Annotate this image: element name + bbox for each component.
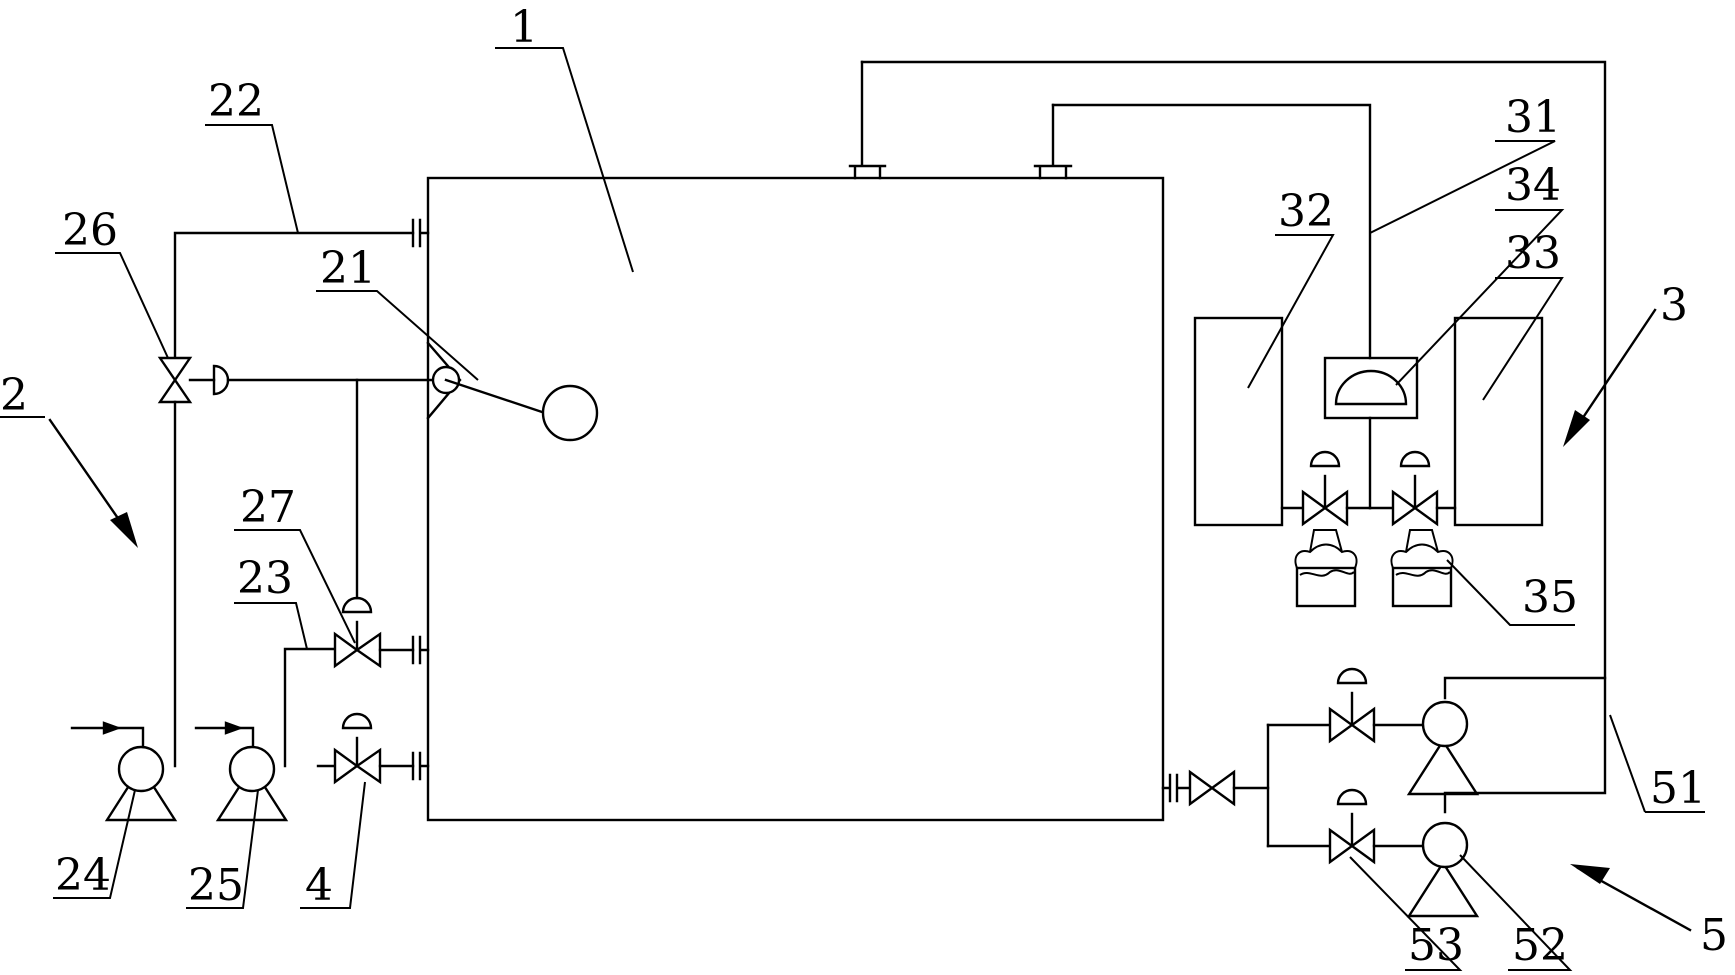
container-32 [1193, 316, 1284, 527]
valve-35-right [1368, 450, 1457, 608]
pump-25 [194, 721, 289, 822]
label-meter-34: 34 [1505, 160, 1561, 211]
arrow-system-2 [48, 418, 138, 548]
label-tank: 1 [510, 2, 538, 53]
valve-26 [157, 356, 230, 404]
pump-upper-branch [1266, 667, 1480, 796]
label-valve-26: 26 [62, 205, 118, 256]
label-inlet-pipe2: 23 [237, 553, 293, 604]
label-pump-24: 24 [55, 850, 111, 901]
label-pump-52: 52 [1512, 920, 1568, 971]
label-pipe-51: 51 [1650, 763, 1706, 814]
label-actuator-35: 35 [1522, 572, 1578, 623]
inlet-pipe-22 [173, 218, 430, 387]
label-system-right: 3 [1660, 280, 1688, 331]
label-container-33: 33 [1505, 228, 1561, 279]
top-nozzle-left [848, 60, 887, 180]
pump-lower-branch [1266, 788, 1480, 918]
outer-loop-pipe [860, 60, 1607, 814]
label-inlet-pipe: 22 [208, 76, 264, 127]
label-pump-25: 25 [188, 860, 244, 911]
top-nozzle-right [1033, 103, 1073, 180]
valve-35-left [1280, 450, 1372, 608]
arrow-system-5 [1570, 864, 1692, 932]
label-valve-53: 53 [1408, 920, 1464, 971]
arrow-system-3 [1563, 308, 1657, 447]
label-container-32: 32 [1278, 186, 1334, 237]
pipe-31 [1051, 103, 1372, 360]
float-ball-21 [426, 341, 599, 442]
meter-34 [1323, 356, 1419, 510]
label-pipe-31: 31 [1505, 92, 1561, 143]
pump-24 [70, 721, 178, 822]
main-tank [426, 176, 1165, 822]
drain-valve-4 [316, 712, 430, 785]
label-valve-27: 27 [240, 482, 296, 533]
outlet-nozzle [1161, 723, 1270, 848]
label-drain-valve: 4 [305, 860, 333, 911]
label-system-left: 2 [0, 370, 28, 421]
container-33 [1453, 316, 1544, 527]
label-system-pump: 5 [1700, 910, 1728, 961]
valve-27 [283, 596, 430, 768]
leader-lines [0, 47, 1705, 971]
label-float-ball: 21 [320, 243, 376, 294]
